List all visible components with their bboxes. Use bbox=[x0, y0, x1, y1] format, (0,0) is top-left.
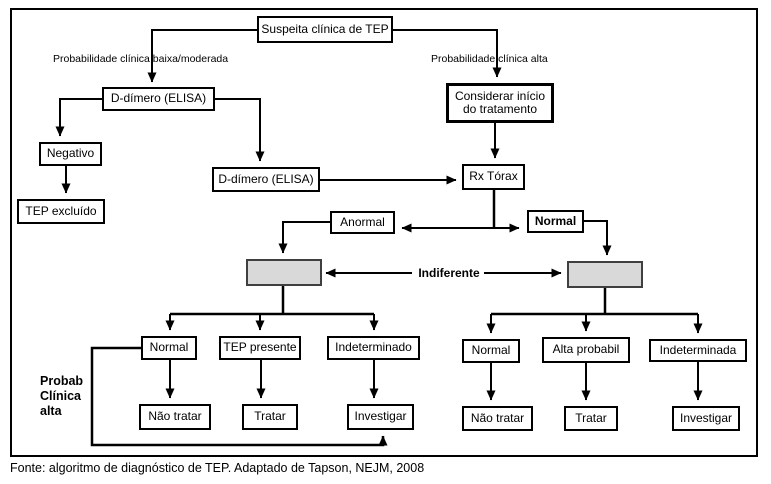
label-indiferente: Indiferente bbox=[418, 266, 480, 280]
node-right-investigar: Investigar bbox=[672, 406, 740, 431]
node-anormal: Anormal bbox=[330, 211, 395, 234]
node-right-indeterminada: Indeterminada bbox=[649, 339, 747, 362]
node-left-investigar: Investigar bbox=[347, 404, 414, 430]
node-right-normal: Normal bbox=[462, 339, 520, 363]
node-left-normal: Normal bbox=[141, 336, 197, 360]
node-left-tratar: Tratar bbox=[242, 404, 298, 430]
label-probab-line1: Probab bbox=[40, 374, 84, 388]
connectors bbox=[55, 29, 703, 447]
node-negativo: Negativo bbox=[39, 142, 102, 166]
node-right-nao-tratar: Não tratar bbox=[462, 406, 533, 431]
node-gray-left-empty bbox=[246, 259, 322, 286]
label-probab-clinica-alta: Probab Clínica alta bbox=[40, 374, 83, 418]
node-left-nao-tratar: Não tratar bbox=[139, 404, 211, 430]
source-caption: Fonte: algoritmo de diagnóstico de TEP. … bbox=[10, 461, 425, 475]
node-suspeita-clinica: Suspeita clínica de TEP bbox=[257, 16, 393, 43]
label-probab-line3: alta bbox=[40, 403, 62, 418]
node-left-indeterminado: Indeterminado bbox=[327, 336, 420, 360]
node-ddimero-elisa-1: D-dímero (ELISA) bbox=[102, 87, 215, 111]
node-gray-right-empty bbox=[567, 261, 643, 288]
node-rx-torax: Rx Tórax bbox=[462, 164, 525, 190]
node-left-tep-presente: TEP presente bbox=[219, 336, 301, 360]
node-ddimero-elisa-2: D-dímero (ELISA) bbox=[212, 167, 320, 192]
label-probabilidade-alta: Probabilidade clínica alta bbox=[431, 53, 548, 65]
node-considerar-inicio-tratamento: Considerar início do tratamento bbox=[446, 83, 554, 123]
label-probabilidade-baixa: Probabilidade clínica baixa/moderada bbox=[53, 53, 229, 65]
node-tep-excluido: TEP excluído bbox=[17, 199, 105, 224]
node-right-tratar: Tratar bbox=[564, 406, 618, 431]
node-normal-top: Normal bbox=[527, 210, 584, 233]
node-right-alta-probabil: Alta probabil bbox=[542, 337, 630, 363]
label-probab-line2: Clínica bbox=[40, 388, 81, 403]
